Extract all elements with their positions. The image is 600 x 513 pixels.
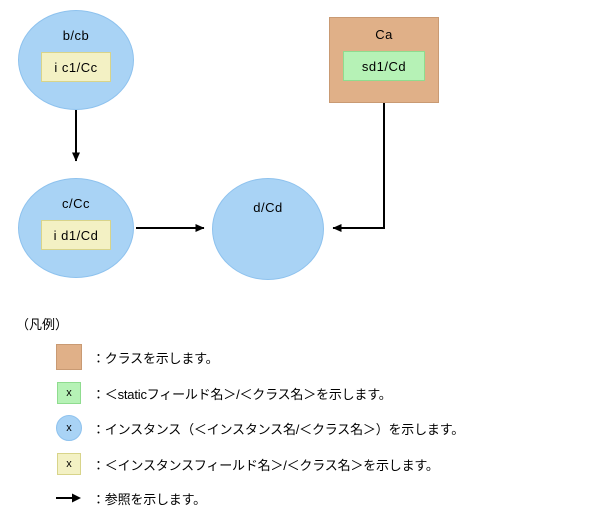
legend-row-instance: x ：インスタンス（＜インスタンス名/＜クラス名＞）を示します。 — [56, 413, 464, 443]
legend-swatch-wrap — [56, 344, 82, 370]
legend-text-instance-field: ：＜インスタンスフィールド名＞/＜クラス名＞を示します。 — [92, 457, 439, 473]
class-node-ca-static-field: sd1/Cd — [343, 51, 425, 81]
class-node-ca-title: Ca — [375, 27, 393, 42]
legend-row-class: ：クラスを示します。 — [56, 342, 219, 372]
instance-circle-icon: x — [56, 415, 82, 441]
legend-row-instance-field: x ：＜インスタンスフィールド名＞/＜クラス名＞を示します。 — [56, 449, 439, 479]
legend-row-reference: ：参照を示します。 — [56, 483, 206, 513]
legend-swatch-wrap — [56, 491, 82, 505]
legend-text-static-field: ：＜staticフィールド名＞/＜クラス名＞を示します。 — [92, 386, 392, 402]
edge-layer — [72, 103, 385, 232]
static-field-rect-icon-label: x — [66, 387, 72, 399]
instance-node-c-title: c/Cc — [62, 196, 90, 211]
instance-node-c-field-label: i d1/Cd — [53, 227, 99, 243]
class-node-ca[interactable]: Ca sd1/Cd — [329, 17, 439, 103]
instance-circle-icon-label: x — [66, 422, 72, 434]
instance-node-b[interactable]: b/cb i c1/Cc — [18, 10, 134, 110]
instance-field-rect-icon-label: x — [66, 458, 72, 470]
legend-text-class: ：クラスを示します。 — [92, 350, 219, 366]
instance-node-b-field-label: i c1/Cc — [54, 59, 98, 75]
edge-ca-to-d — [332, 103, 385, 232]
instance-node-b-field: i c1/Cc — [41, 52, 111, 82]
class-node-ca-static-field-label: sd1/Cd — [361, 58, 407, 74]
legend-row-static-field: x ：＜staticフィールド名＞/＜クラス名＞を示します。 — [56, 378, 392, 408]
instance-node-d[interactable]: d/Cd — [212, 178, 324, 280]
legend-swatch-wrap: x — [56, 382, 82, 404]
diagram-canvas: b/cb i c1/Cc c/Cc i d1/Cd d/Cd Ca sd1/Cd — [18, 10, 439, 280]
instance-node-c-field: i d1/Cd — [41, 220, 111, 250]
static-field-rect-icon: x — [57, 382, 81, 404]
legend-swatch-wrap: x — [56, 415, 82, 441]
legend-swatch-wrap: x — [56, 453, 82, 475]
instance-node-b-title: b/cb — [62, 28, 90, 43]
instance-field-rect-icon: x — [57, 453, 81, 475]
legend-text-instance: ：インスタンス（＜インスタンス名/＜クラス名＞）を示します。 — [92, 421, 465, 437]
legend-heading: （凡例） — [16, 317, 69, 332]
instance-node-c[interactable]: c/Cc i d1/Cd — [18, 178, 134, 278]
legend: （凡例） ：クラスを示します。 x ：＜staticフィールド名＞/＜クラス名＞… — [0, 300, 600, 511]
class-rect-icon — [56, 344, 82, 370]
reference-arrow-glyph — [56, 493, 81, 503]
instance-node-d-title: d/Cd — [253, 200, 283, 215]
reference-arrow-icon — [56, 491, 82, 505]
legend-text-reference: ：参照を示します。 — [92, 491, 206, 507]
